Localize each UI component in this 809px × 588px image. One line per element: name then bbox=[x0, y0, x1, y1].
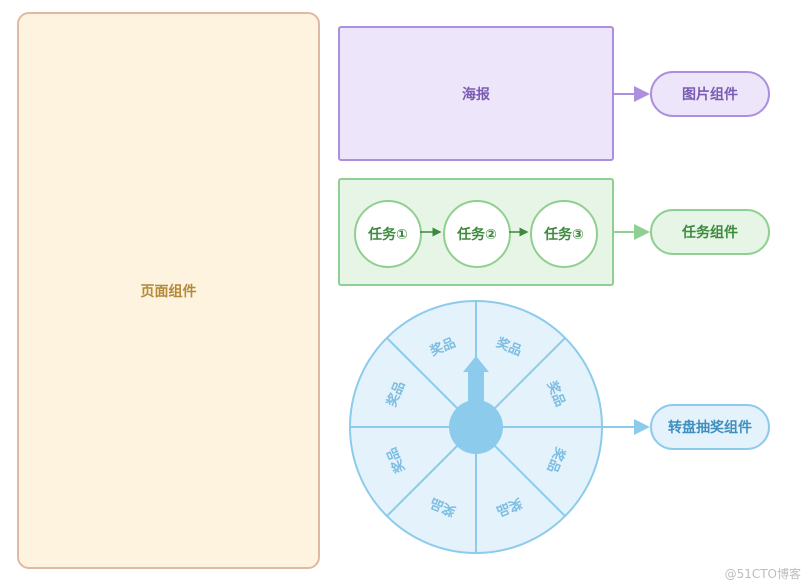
page-component-box: 页面组件 bbox=[17, 12, 320, 569]
wheel-hub bbox=[449, 400, 503, 454]
image-component-label: 图片组件 bbox=[682, 87, 738, 103]
page-component-label: 页面组件 bbox=[140, 283, 197, 300]
task-group-box: 任务① 任务② 任务③ bbox=[338, 178, 614, 286]
wheel-component-label: 转盘抽奖组件 bbox=[668, 420, 752, 436]
poster-box: 海报 bbox=[338, 26, 614, 161]
task-node-3: 任务③ bbox=[530, 200, 598, 268]
task-node-1: 任务① bbox=[354, 200, 422, 268]
poster-label: 海报 bbox=[462, 86, 490, 103]
task-component-node: 任务组件 bbox=[650, 209, 770, 255]
task-node-1-label: 任务① bbox=[368, 227, 408, 243]
image-component-node: 图片组件 bbox=[650, 71, 770, 117]
watermark: @51CTO博客 bbox=[724, 567, 801, 581]
task-node-2: 任务② bbox=[443, 200, 511, 268]
task-node-2-label: 任务② bbox=[457, 227, 497, 243]
task-component-label: 任务组件 bbox=[682, 225, 738, 241]
wheel-component-node: 转盘抽奖组件 bbox=[650, 404, 770, 450]
wheel-pointer-arrow bbox=[463, 356, 489, 405]
task-node-3-label: 任务③ bbox=[544, 227, 584, 243]
